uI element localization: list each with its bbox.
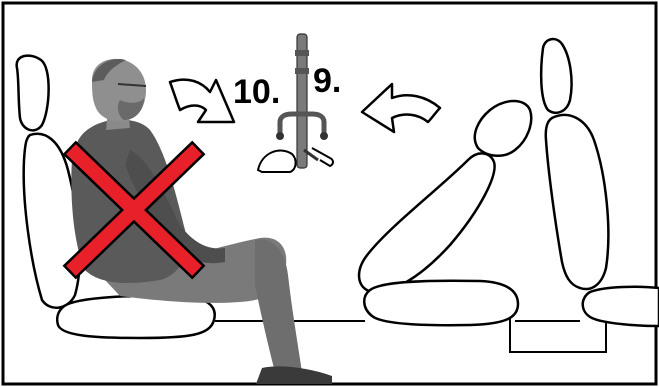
bracket-knob-left	[276, 132, 284, 140]
left-seat-headrest	[17, 56, 49, 131]
step-label-9: 9.	[313, 62, 341, 100]
pole-notch	[295, 50, 309, 56]
bracket-knob-right	[320, 132, 328, 140]
right-seat-cushion	[583, 287, 659, 326]
step-label-10: 10.	[233, 73, 280, 111]
center-seat-cushion	[364, 281, 518, 326]
pole-notch	[295, 68, 309, 74]
